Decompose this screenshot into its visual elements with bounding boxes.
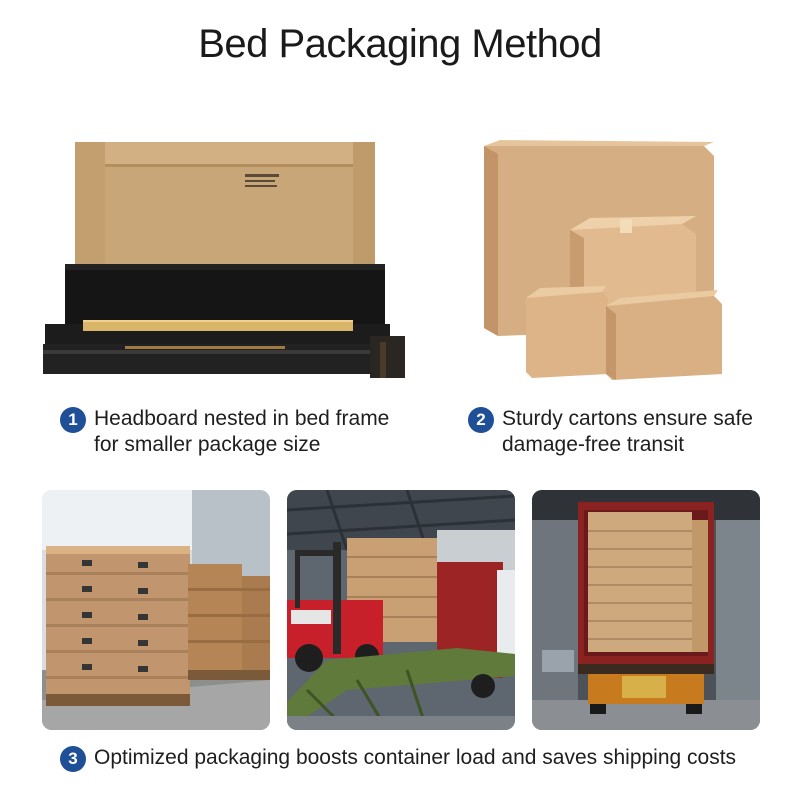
page-title: Bed Packaging Method: [198, 22, 602, 66]
bed-frame-package-photo: [35, 138, 415, 388]
cartons-photo: [470, 138, 730, 388]
number-badge-1: 1: [60, 407, 86, 433]
forklift-loading-photo: [287, 490, 515, 730]
container-truck-photo: [532, 490, 760, 730]
feature-caption-2: 2 Sturdy cartons ensure safe damage-free…: [468, 406, 753, 458]
number-badge-3: 3: [60, 746, 86, 772]
number-badge-2: 2: [468, 407, 494, 433]
warehouse-pallets-photo: [42, 490, 270, 730]
feature-caption-1: 1 Headboard nested in bed frame for smal…: [60, 406, 389, 458]
feature-1-line-2: for smaller package size: [94, 433, 321, 456]
feature-2-line-2: damage-free transit: [502, 433, 685, 456]
feature-3-line-1: Optimized packaging boosts container loa…: [94, 746, 737, 769]
feature-1-line-1: Headboard nested in bed frame: [94, 407, 390, 430]
feature-2-line-1: Sturdy cartons ensure safe: [502, 407, 753, 430]
feature-caption-3: 3 Optimized packaging boosts container l…: [60, 745, 736, 772]
